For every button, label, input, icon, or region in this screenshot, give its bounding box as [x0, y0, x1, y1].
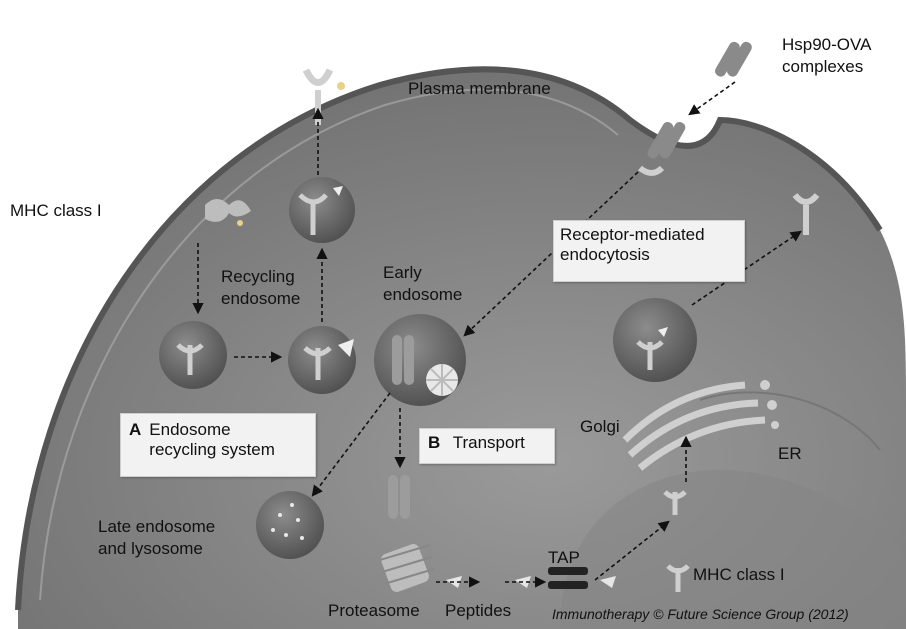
label-late-line2: and lysosome — [98, 539, 203, 559]
label-tap: TAP — [548, 548, 580, 568]
label-recycling-line1: Recycling — [221, 267, 295, 287]
box-b-transport: B Transport — [419, 428, 555, 464]
label-mhc-class-i-left: MHC class I — [10, 201, 102, 221]
label-receptor-line2: endocytosis — [560, 245, 738, 265]
label-plasma-membrane: Plasma membrane — [408, 79, 551, 99]
label-box-a-line2: recycling system — [149, 440, 275, 460]
credit-line: Immunotherapy © Future Science Group (20… — [552, 606, 849, 622]
box-receptor-mediated: Receptor-mediated endocytosis — [553, 220, 745, 282]
endosome-left — [159, 321, 227, 389]
box-b-letter: B — [428, 433, 440, 452]
label-hsp90-ova-line1: Hsp90-OVA — [782, 35, 871, 55]
label-box-a-line1: Endosome — [149, 420, 275, 440]
box-a-endosome-recycling: A Endosome recycling system — [120, 413, 316, 477]
box-a-letter: A — [129, 420, 141, 460]
label-proteasome: Proteasome — [328, 601, 420, 621]
label-mhc-class-i-bottom: MHC class I — [693, 565, 785, 585]
early-endosome — [374, 314, 466, 406]
label-receptor-line1: Receptor-mediated — [560, 225, 738, 245]
late-endosome-lysosome — [256, 491, 324, 559]
recycling-endosome-middle — [288, 326, 356, 394]
label-box-b-text: Transport — [453, 433, 525, 452]
arrow-hsp90-in — [690, 82, 735, 114]
label-peptides: Peptides — [445, 601, 511, 621]
label-er: ER — [778, 444, 802, 464]
label-recycling-line2: endosome — [221, 289, 300, 309]
label-late-line1: Late endosome — [98, 517, 215, 537]
golgi-vesicle — [613, 298, 697, 382]
hsp90-ova-complex-icon — [713, 40, 754, 78]
label-early-line1: Early — [383, 263, 422, 283]
label-early-line2: endosome — [383, 285, 462, 305]
recycling-endosome-top — [289, 177, 355, 243]
label-hsp90-ova-line2: complexes — [782, 57, 863, 77]
label-golgi: Golgi — [580, 417, 620, 437]
